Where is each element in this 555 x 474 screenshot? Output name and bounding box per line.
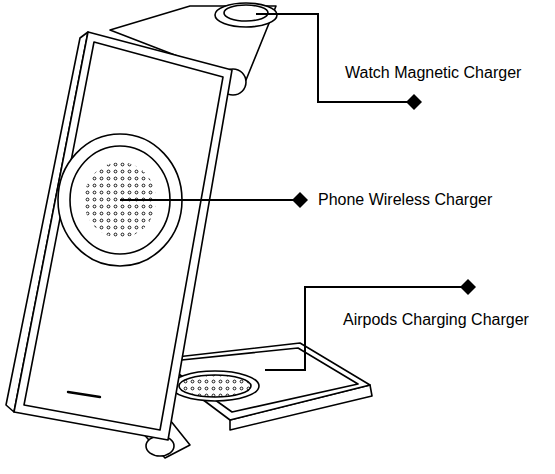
callout-label: Airpods Charging Charger [343,310,529,330]
callout-label: Phone Wireless Charger [318,190,492,210]
phone-panel [6,32,232,440]
callout-label: Watch Magnetic Charger [345,63,521,83]
